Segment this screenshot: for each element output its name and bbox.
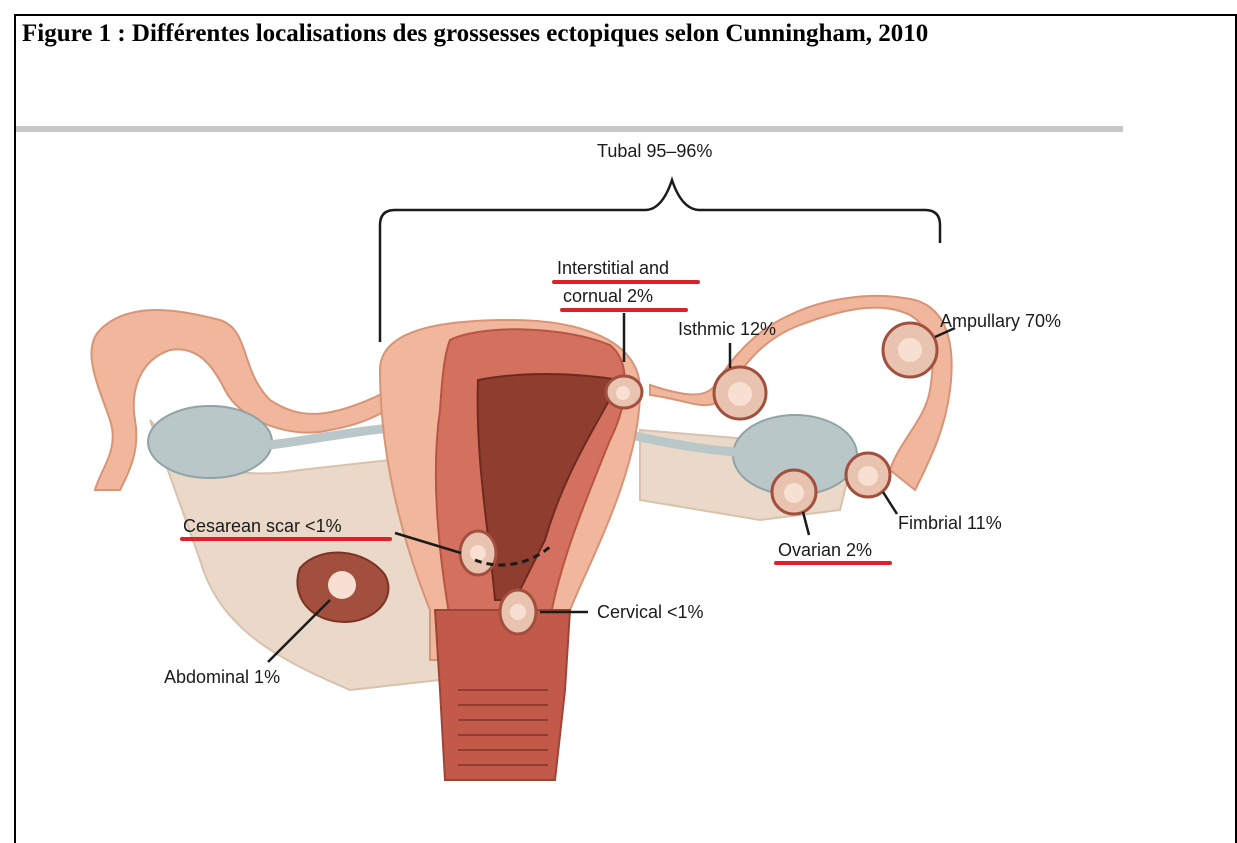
- label-cervical: Cervical <1%: [597, 602, 704, 622]
- sac-cervical: [500, 590, 536, 634]
- sac-cesarean-scar: [460, 531, 496, 575]
- label-cesarean-scar: Cesarean scar <1%: [183, 516, 342, 536]
- left-ovary: [148, 406, 272, 478]
- label-ovarian: Ovarian 2%: [778, 540, 872, 560]
- sac-ampullary: [883, 323, 937, 377]
- label-interstitial-line1: Interstitial and: [557, 258, 669, 278]
- label-fimbrial: Fimbrial 11%: [898, 513, 1002, 533]
- label-tubal: Tubal 95–96%: [597, 141, 712, 161]
- sac-isthmic: [714, 367, 766, 419]
- label-ampullary: Ampullary 70%: [940, 311, 1061, 331]
- sac-ovarian: [772, 470, 816, 514]
- cervix-vagina: [435, 610, 570, 780]
- label-abdominal: Abdominal 1%: [164, 667, 280, 687]
- sac-fimbrial: [846, 453, 890, 497]
- label-interstitial-line2: cornual 2%: [563, 286, 653, 306]
- label-isthmic: Isthmic 12%: [678, 319, 776, 339]
- sac-cornual: [606, 376, 642, 408]
